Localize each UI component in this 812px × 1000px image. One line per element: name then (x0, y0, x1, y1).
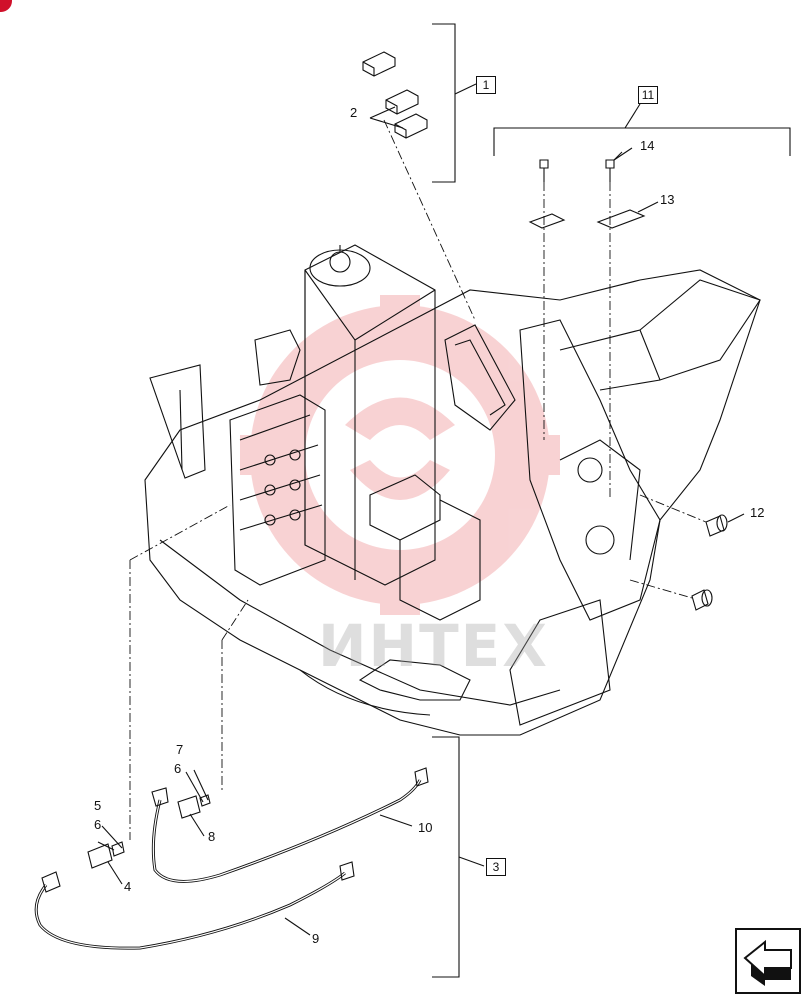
watermark-emblem (240, 295, 560, 615)
callout-9[interactable]: 9 (312, 931, 320, 946)
line-art (34, 23, 791, 978)
callout-12[interactable]: 12 (750, 505, 765, 520)
next-page-arrow-icon[interactable] (735, 928, 801, 994)
callout-box-1[interactable]: 1 (476, 76, 496, 94)
callout-10[interactable]: 10 (418, 820, 433, 835)
callout-8[interactable]: 8 (208, 829, 216, 844)
assembly-center-lines (129, 119, 707, 840)
callout-4[interactable]: 4 (124, 879, 132, 894)
callout-5[interactable]: 5 (94, 798, 102, 813)
callout-7[interactable]: 7 (176, 742, 184, 757)
callout-6-lower[interactable]: 6 (94, 817, 102, 832)
callout-2[interactable]: 2 (350, 105, 358, 120)
callout-6-upper[interactable]: 6 (174, 761, 182, 776)
callout-box-11[interactable]: 11 (638, 86, 658, 104)
watermark-text: ИНТЕХ (318, 612, 549, 680)
callout-13[interactable]: 13 (660, 192, 675, 207)
callout-box-3[interactable]: 3 (486, 858, 506, 876)
callout-14[interactable]: 14 (640, 138, 655, 153)
leader-14 (613, 151, 623, 161)
